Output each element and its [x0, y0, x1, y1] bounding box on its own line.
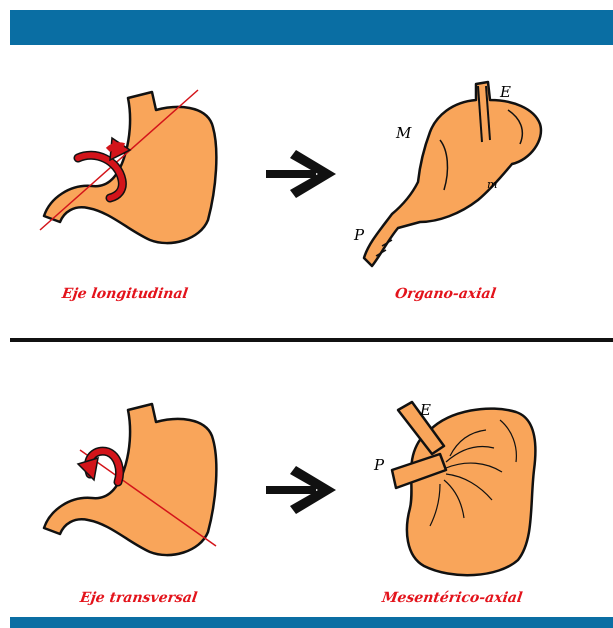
label-e-2: E — [419, 401, 431, 419]
label-m-lower: m — [487, 178, 497, 191]
caption-organo-axial: Organo-axial — [394, 286, 497, 302]
right-arrow-icon — [266, 466, 336, 514]
rotation-arrow-icon — [78, 451, 120, 482]
volvulus-stomach-icon — [392, 402, 535, 575]
right-arrow-icon — [266, 150, 336, 198]
volvulus-stomach-icon — [364, 82, 541, 266]
label-e-1: E — [499, 83, 511, 101]
stomach-icon — [44, 404, 216, 555]
caption-eje-longitudinal: Eje longitudinal — [61, 286, 189, 302]
label-m-upper: M — [395, 124, 412, 142]
label-p-2: P — [373, 456, 385, 474]
caption-eje-transversal: Eje transversal — [79, 590, 198, 606]
caption-mesenterico-axial: Mesentérico-axial — [381, 590, 523, 606]
stomach-icon — [44, 92, 216, 243]
label-p-1: P — [353, 226, 365, 244]
